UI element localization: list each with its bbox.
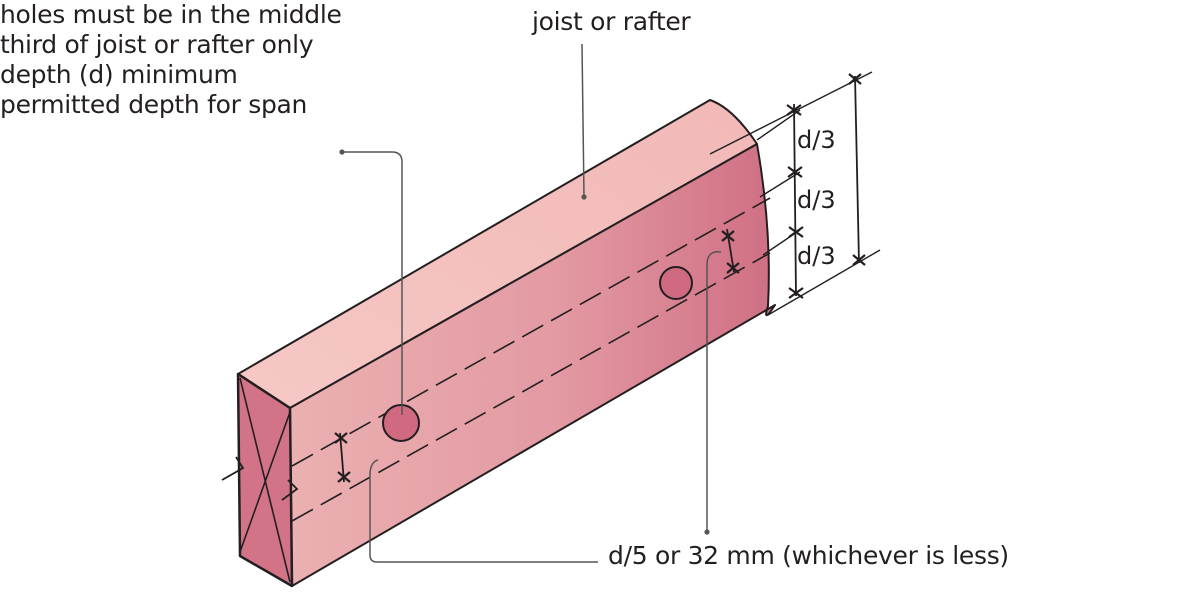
holes-note-line-2: third of joist or rafter only [0,30,314,59]
holes-note: holes must be in the middle third of joi… [0,0,1200,60]
leader-holes [342,151,403,415]
hole-near [382,404,420,442]
dimension-label-bottom-third: d/3 [797,242,836,270]
hole-size-label: d/5 or 32 mm (whichever is less) [608,541,1009,570]
dimension-ticks [334,73,866,483]
leader-hole-size-far [706,251,722,532]
hole-far [659,266,693,300]
leader-hole-size [369,459,598,563]
leader-joist [581,43,585,198]
holes-note-line-1: holes must be in the middle [0,0,342,29]
joist-label: joist or rafter [532,7,691,36]
dimension-lines [339,75,860,483]
dimension-label-middle-third: d/3 [797,186,836,214]
depth-note: depth (d) minimum permitted depth for sp… [0,60,1200,120]
leader-lines [342,43,722,563]
break-mark-right [281,479,299,501]
leader-dots [339,149,710,535]
dimension-label-top-third: d/3 [797,126,836,154]
depth-note-line-2: permitted depth for span [0,90,308,119]
joist-side-face [289,143,776,587]
break-mark-left [221,456,245,481]
end-face-cross-icon [239,377,291,583]
depth-note-line-1: depth (d) minimum [0,60,238,89]
third-division-lines [291,197,771,522]
